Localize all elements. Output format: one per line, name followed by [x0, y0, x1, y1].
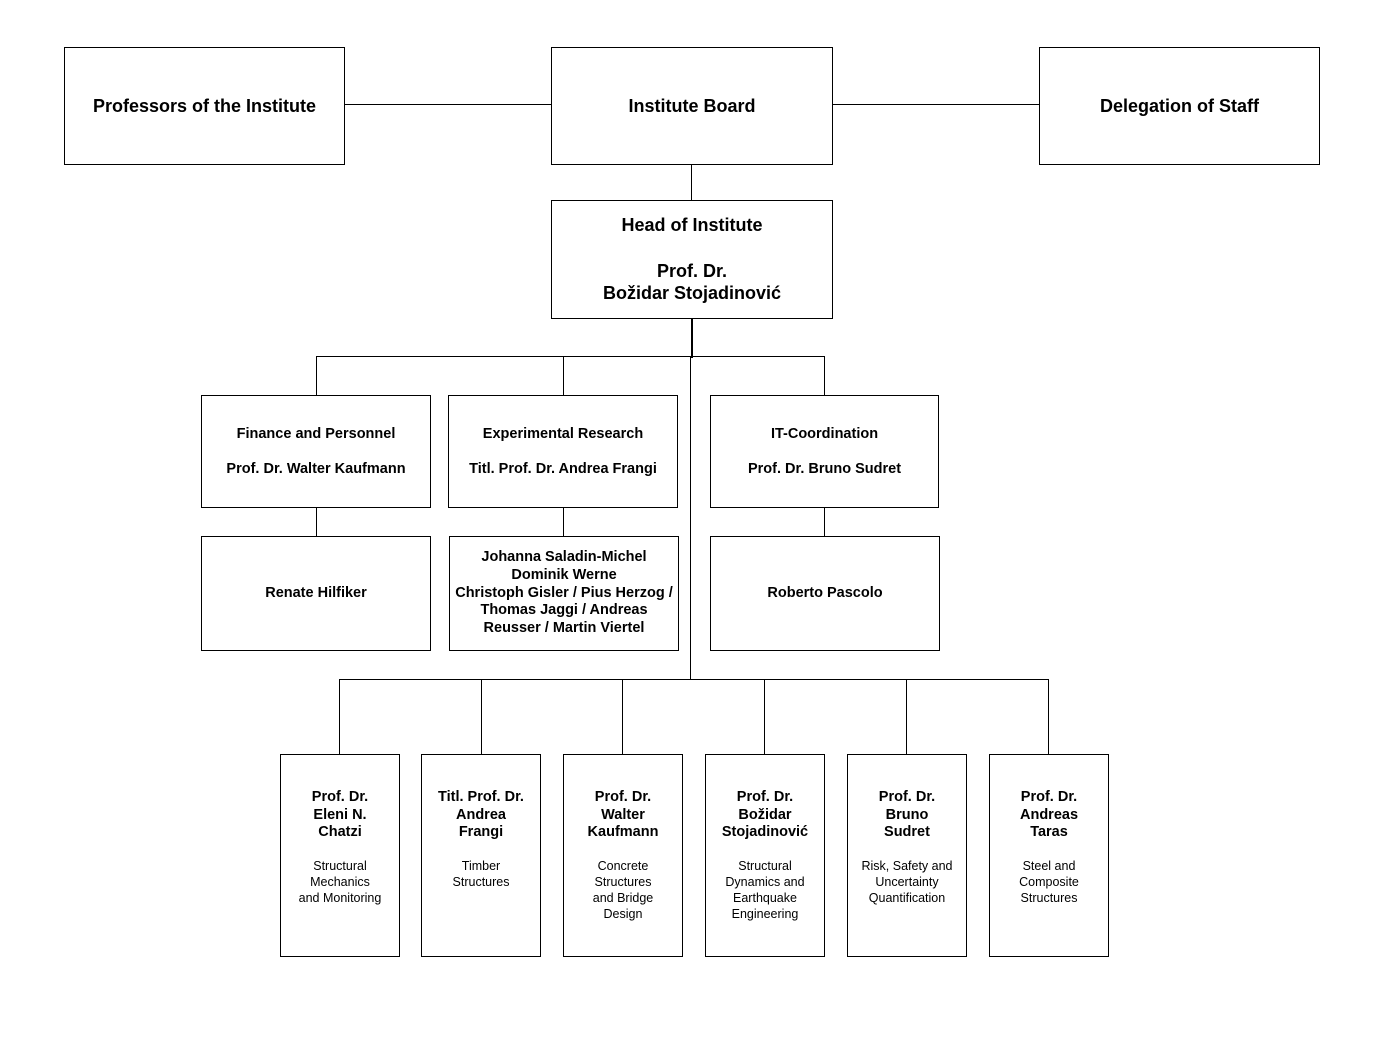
- chair-dept-line: Composite: [1019, 875, 1079, 890]
- staff-line: Thomas Jaggi / Andreas: [480, 602, 648, 619]
- staff-name: Renate Hilfiker: [265, 584, 367, 601]
- connector-main-trunk: [690, 356, 691, 680]
- chair-name-line: Eleni N.: [313, 806, 367, 823]
- chair-name-line: Prof. Dr.: [311, 789, 369, 805]
- connector-unit-experimental: [563, 356, 564, 396]
- chair-box-2: Titl. Prof. Dr. Andrea Frangi Timber Str…: [421, 754, 541, 957]
- chair-dept-line: Structural: [313, 859, 367, 874]
- connector-professors-board: [344, 104, 552, 105]
- delegation-label: Delegation of Staff: [1099, 95, 1259, 116]
- unit-title: Experimental Research: [482, 426, 644, 442]
- institute-board-box: Institute Board: [551, 47, 833, 165]
- chair-name-line: Andrea: [456, 806, 506, 823]
- connector-experimental-staff: [563, 507, 564, 537]
- unit-lead: Prof. Dr. Walter Kaufmann: [226, 461, 406, 477]
- staff-it-box: Roberto Pascolo: [710, 536, 940, 651]
- chair-dept-line: Earthquake: [733, 891, 797, 906]
- connector-chair-5: [906, 679, 907, 755]
- unit-it-box: IT-Coordination Prof. Dr. Bruno Sudret: [710, 395, 939, 508]
- staff-finance-box: Renate Hilfiker: [201, 536, 431, 651]
- head-name-line2: Božidar Stojadinović: [602, 283, 782, 303]
- connector-head-trunk: [691, 318, 693, 358]
- chair-dept-line: Concrete: [597, 859, 649, 874]
- chair-box-4: Prof. Dr. Božidar Stojadinović Structura…: [705, 754, 825, 957]
- chair-dept-line: and Bridge: [592, 891, 654, 906]
- connector-board-delegation: [832, 104, 1040, 105]
- professors-label: Professors of the Institute: [92, 95, 317, 116]
- chair-name-line: Chatzi: [318, 824, 362, 841]
- chair-dept-line: Uncertainty: [875, 875, 939, 890]
- chair-name-line: Andreas: [1019, 806, 1079, 823]
- unit-experimental-box: Experimental Research Titl. Prof. Dr. An…: [448, 395, 678, 508]
- professors-box: Professors of the Institute: [64, 47, 345, 165]
- chair-name-line: Stojadinović: [721, 824, 809, 841]
- unit-lead: Prof. Dr. Bruno Sudret: [747, 461, 902, 477]
- chair-name-line: Božidar: [738, 806, 792, 823]
- connector-board-head: [691, 164, 692, 201]
- chair-name-line: Prof. Dr.: [878, 789, 936, 805]
- staff-name: Roberto Pascolo: [767, 584, 883, 601]
- head-of-institute-box: Head of Institute Prof. Dr. Božidar Stoj…: [551, 200, 833, 319]
- head-title: Head of Institute: [621, 215, 763, 235]
- chair-name-line: Bruno: [885, 806, 929, 823]
- chair-dept-line: Quantification: [868, 891, 946, 906]
- chair-dept-line: Structures: [1020, 891, 1078, 906]
- connector-units-bus: [316, 356, 825, 357]
- chair-name-line: Taras: [1030, 824, 1068, 841]
- head-name-line1: Prof. Dr.: [656, 261, 727, 281]
- connector-chair-4: [764, 679, 765, 755]
- connector-finance-staff: [316, 507, 317, 537]
- chair-name-line: Prof. Dr.: [594, 789, 652, 805]
- staff-line: Johanna Saladin-Michel: [481, 549, 647, 566]
- chair-name-line: Prof. Dr.: [1020, 789, 1078, 805]
- unit-finance-box: Finance and Personnel Prof. Dr. Walter K…: [201, 395, 431, 508]
- unit-title: Finance and Personnel: [236, 426, 396, 442]
- chair-dept-line: Engineering: [731, 907, 799, 922]
- chair-name-line: Frangi: [458, 824, 504, 841]
- chair-name-line: Titl. Prof. Dr.: [438, 789, 524, 805]
- chair-dept-line: Mechanics: [310, 875, 370, 890]
- chair-name-line: Prof. Dr.: [736, 789, 794, 805]
- chair-box-1: Prof. Dr. Eleni N. Chatzi Structural Mec…: [280, 754, 400, 957]
- staff-experimental-box: Johanna Saladin-Michel Dominik Werne Chr…: [449, 536, 679, 651]
- chair-name-line: Sudret: [884, 824, 930, 841]
- staff-line: Dominik Werne: [511, 566, 617, 583]
- institute-board-label: Institute Board: [628, 95, 756, 116]
- chair-dept-line: and Monitoring: [298, 891, 382, 906]
- chair-box-6: Prof. Dr. Andreas Taras Steel and Compos…: [989, 754, 1109, 957]
- connector-chair-2: [481, 679, 482, 755]
- chair-name-line: Kaufmann: [587, 824, 659, 841]
- connector-unit-finance: [316, 356, 317, 396]
- chair-box-5: Prof. Dr. Bruno Sudret Risk, Safety and …: [847, 754, 967, 957]
- chair-dept-line: Structures: [594, 875, 652, 890]
- chair-dept-line: Structural: [738, 859, 792, 874]
- chair-dept-line: Steel and: [1022, 859, 1076, 874]
- staff-line: Christoph Gisler / Pius Herzog /: [455, 584, 673, 601]
- connector-chair-6: [1048, 679, 1049, 755]
- chair-dept-line: Timber: [461, 859, 501, 874]
- delegation-box: Delegation of Staff: [1039, 47, 1320, 165]
- staff-line: Reusser / Martin Viertel: [483, 620, 645, 637]
- chair-name-line: Walter: [601, 806, 645, 823]
- chair-dept-line: Design: [603, 907, 643, 922]
- chair-dept-line: Dynamics and: [725, 875, 805, 890]
- connector-chair-3: [622, 679, 623, 755]
- chair-dept-line: Risk, Safety and: [861, 859, 953, 874]
- connector-unit-it: [824, 356, 825, 396]
- unit-title: IT-Coordination: [770, 426, 879, 442]
- chair-box-3: Prof. Dr. Walter Kaufmann Concrete Struc…: [563, 754, 683, 957]
- connector-chairs-bus: [339, 679, 1049, 680]
- connector-chair-1: [339, 679, 340, 755]
- unit-lead: Titl. Prof. Dr. Andrea Frangi: [469, 461, 657, 477]
- chair-dept-line: Structures: [452, 875, 510, 890]
- connector-it-staff: [824, 507, 825, 537]
